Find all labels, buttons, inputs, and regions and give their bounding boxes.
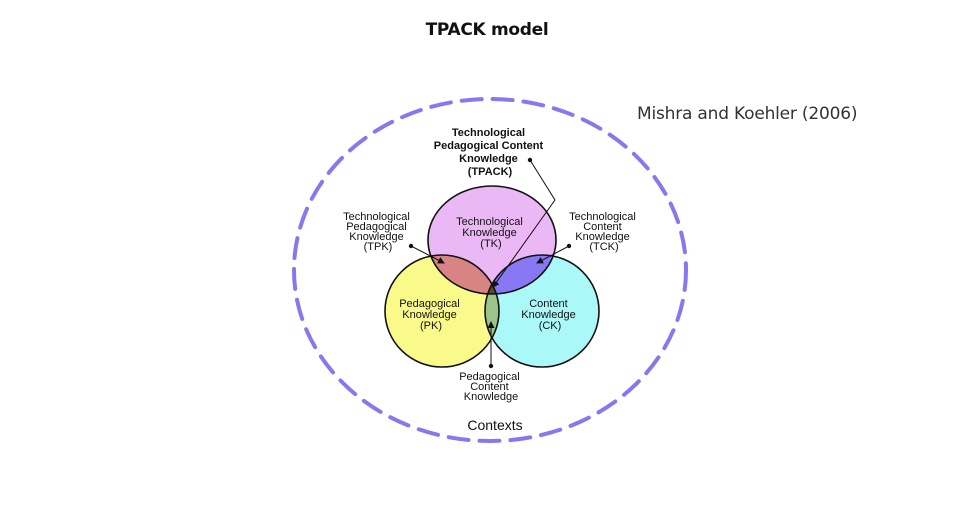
tck-label-line: (TCK) — [589, 241, 618, 253]
pck-label-line: Pedagogical — [459, 371, 520, 383]
tpack-leader-dot — [527, 157, 533, 163]
tpack-label-line: Knowledge — [459, 153, 518, 165]
tpack-label-line: Pedagogical Content — [434, 140, 544, 152]
tck-label-line: Content — [583, 221, 622, 233]
tpk-leader-dot — [408, 243, 414, 249]
pck-label-line: Knowledge — [464, 391, 518, 403]
tk-label: Technological Knowledge (TK) — [456, 216, 526, 250]
tck-label-line: Knowledge — [575, 231, 629, 243]
pk-label-line: (PK) — [420, 320, 442, 332]
ck-outline — [484, 254, 600, 368]
ck-label: Content Knowledge (CK) — [521, 298, 579, 332]
slide-title: TPACK model — [425, 20, 549, 40]
tck-label-line: Technological — [569, 211, 636, 223]
tk-outline — [427, 185, 557, 295]
tk-label-line: (TK) — [480, 238, 501, 250]
pk-label: Pedagogical Knowledge (PK) — [399, 298, 463, 332]
pk-label-line: Knowledge — [402, 309, 456, 321]
tck-leader-line — [536, 245, 570, 264]
tck-region — [485, 255, 556, 294]
tpk-label: Technological Pedagogical Knowledge (TPK… — [343, 211, 413, 253]
tpk-label-line: Technological — [343, 211, 410, 223]
pk-outline — [384, 254, 500, 368]
contexts-boundary — [292, 97, 688, 443]
tpk-label-line: Knowledge — [349, 231, 403, 243]
pck-leader-dot — [488, 363, 494, 369]
citation: Mishra and Koehler (2006) — [637, 104, 858, 124]
pck-label: Pedagogical Content Knowledge — [459, 371, 523, 403]
tk-label-line: Technological — [456, 216, 523, 228]
tpack-leader-line — [492, 159, 556, 288]
tpk-label-line: Pedagogical — [346, 221, 407, 233]
tk-label-line: Knowledge — [462, 227, 516, 239]
ck-label-line: Content — [529, 298, 568, 310]
contexts-label: Contexts — [467, 417, 522, 433]
tpk-region — [428, 255, 499, 294]
tpack-label-line: (TPACK) — [468, 166, 513, 178]
ck-label-line: (CK) — [539, 320, 562, 332]
tpk-label-line: (TPK) — [364, 241, 393, 253]
tpack-label-line: Technological — [452, 127, 525, 139]
tck-label: Technological Content Knowledge (TCK) — [569, 211, 639, 253]
ck-label-line: Knowledge — [521, 309, 575, 321]
tck-leader-dot — [566, 243, 572, 249]
tpack-label: Technological Pedagogical Content Knowle… — [434, 127, 546, 178]
pk-label-line: Pedagogical — [399, 298, 460, 310]
pck-label-line: Content — [470, 381, 509, 393]
tpk-leader-line — [410, 245, 445, 264]
